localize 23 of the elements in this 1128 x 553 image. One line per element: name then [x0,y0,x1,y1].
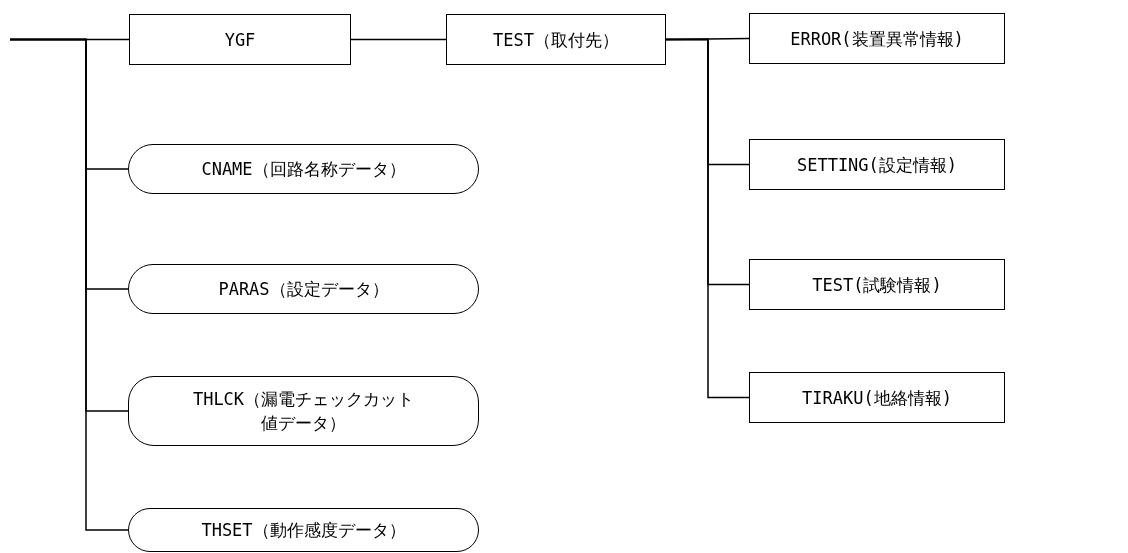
node-label: SETTING(設定情報) [796,153,958,177]
node-label: CNAME（回路名称データ） [201,158,406,181]
rounded-box [128,144,479,194]
node-label: TEST（取付先） [493,28,619,52]
node-label: TEST(試験情報) [812,273,942,297]
rounded-box [128,376,479,446]
process-box [749,13,1005,64]
process-box [446,14,666,65]
rounded-box [128,508,479,552]
rounded-box [128,264,479,314]
connector-line [665,38,750,399]
process-box [749,372,1005,423]
process-box [749,259,1005,310]
node-label: TIRAKU(地絡情報) [802,386,952,410]
node-label: ERROR(装置異常情報) [790,27,964,51]
node-label: PARAS（設定データ） [218,278,389,301]
node-label: THSET（動作感度データ） [201,519,406,542]
process-box [129,14,351,65]
node-label: THLCK（漏電チェックカット値データ） [191,388,416,435]
node-label: YGF [224,28,256,52]
process-box [749,139,1005,190]
connector-line [9,38,129,531]
connector-line [350,38,447,41]
